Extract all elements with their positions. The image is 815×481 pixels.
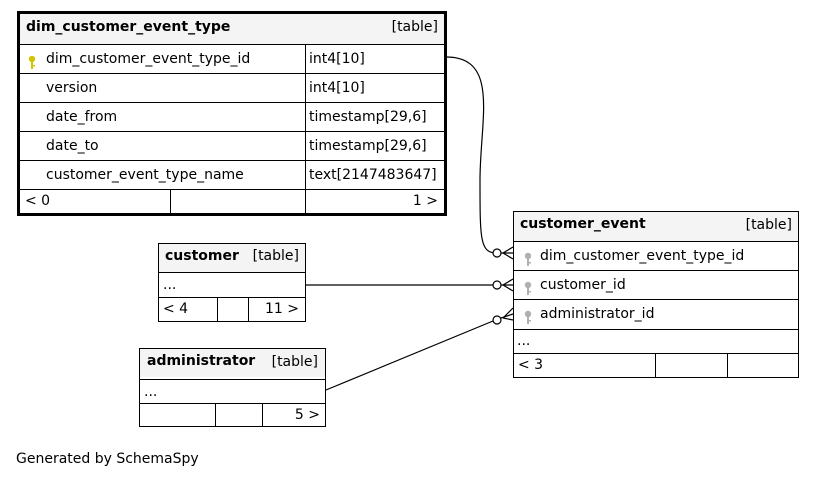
children-count[interactable]: < 4 [163, 301, 189, 317]
divider [727, 354, 728, 377]
column-name: date_to [46, 138, 99, 154]
column-name: customer_event_type_name [46, 167, 244, 183]
parents-count[interactable]: 5 > [294, 407, 320, 423]
divider [305, 161, 306, 189]
column-name: version [46, 80, 98, 96]
ellipsis: ... [517, 333, 531, 349]
column-type: text[2147483647] [309, 167, 437, 183]
foreign-key-icon [523, 307, 533, 335]
table-customer[interactable]: customer [table] ... < 4 11 > [158, 243, 306, 322]
column-type: int4[10] [309, 51, 365, 67]
parents-count[interactable]: 1 > [412, 193, 438, 209]
column-row[interactable]: customer_event_type_name text[2147483647… [20, 160, 444, 189]
table-footer: < 3 [514, 353, 798, 377]
divider [305, 45, 306, 73]
table-header: dim_customer_event_type [table] [20, 14, 444, 44]
edge-administrator-to-customer-event [325, 320, 494, 391]
divider [215, 404, 216, 427]
table-tag: [table] [745, 217, 792, 233]
column-name: administrator_id [540, 306, 655, 322]
column-row[interactable]: customer_id [514, 270, 798, 299]
divider [170, 190, 171, 213]
table-footer: < 4 11 > [159, 297, 305, 321]
table-tag: [table] [391, 19, 438, 35]
column-type: int4[10] [309, 80, 365, 96]
divider [305, 132, 306, 160]
table-customer-event[interactable]: customer_event [table] dim_customer_even… [513, 211, 799, 378]
divider [217, 298, 218, 321]
primary-key-icon [27, 52, 37, 80]
ellipsis: ... [163, 277, 177, 293]
divider [655, 354, 656, 377]
foreign-key-icon [523, 278, 533, 306]
column-name: date_from [46, 109, 118, 125]
table-header: administrator [table] [140, 349, 325, 377]
edge-crowfoot [500, 307, 514, 321]
children-count[interactable]: < 0 [25, 193, 51, 209]
column-row: ... [140, 379, 325, 404]
edge-zero-marker [492, 280, 502, 290]
column-name: customer_id [540, 277, 626, 293]
column-name: dim_customer_event_type_id [540, 248, 745, 264]
column-row[interactable]: administrator_id [514, 299, 798, 329]
edge-crowfoot [501, 246, 514, 260]
table-name: customer [165, 248, 239, 264]
table-footer: 5 > [140, 403, 325, 427]
column-row[interactable]: date_to timestamp[29,6] [20, 131, 444, 160]
edge-zero-marker [492, 248, 502, 258]
table-dim-customer-event-type[interactable]: dim_customer_event_type [table] dim_cust… [17, 11, 447, 216]
divider [248, 298, 249, 321]
column-row: ... [514, 329, 798, 353]
column-row[interactable]: dim_customer_event_type_id [514, 241, 798, 270]
column-type: timestamp[29,6] [309, 138, 427, 154]
table-tag: [table] [252, 248, 299, 264]
table-administrator[interactable]: administrator [table] ... 5 > [139, 348, 326, 427]
table-tag: [table] [271, 354, 318, 370]
column-row: ... [159, 272, 305, 297]
divider [262, 404, 263, 427]
column-name: dim_customer_event_type_id [46, 51, 251, 67]
children-count[interactable]: < 3 [518, 357, 544, 373]
column-row[interactable]: date_from timestamp[29,6] [20, 102, 444, 131]
generated-by-note: Generated by SchemaSpy [16, 451, 199, 467]
ellipsis: ... [144, 384, 158, 400]
edge-dim-type-to-customer-event [445, 56, 498, 254]
edge-crowfoot [501, 278, 514, 292]
foreign-key-icon [523, 249, 533, 277]
divider [305, 74, 306, 102]
table-header: customer_event [table] [514, 212, 798, 241]
table-name: administrator [147, 353, 256, 369]
column-row[interactable]: version int4[10] [20, 73, 444, 102]
edge-zero-marker [492, 315, 502, 325]
column-type: timestamp[29,6] [309, 109, 427, 125]
divider [305, 190, 306, 213]
table-header: customer [table] [159, 244, 305, 272]
table-footer: < 0 1 > [20, 189, 444, 213]
table-name: dim_customer_event_type [26, 19, 231, 35]
divider [305, 103, 306, 131]
column-row[interactable]: dim_customer_event_type_id int4[10] [20, 44, 444, 73]
parents-count[interactable]: 11 > [265, 301, 299, 317]
table-name: customer_event [520, 216, 646, 232]
